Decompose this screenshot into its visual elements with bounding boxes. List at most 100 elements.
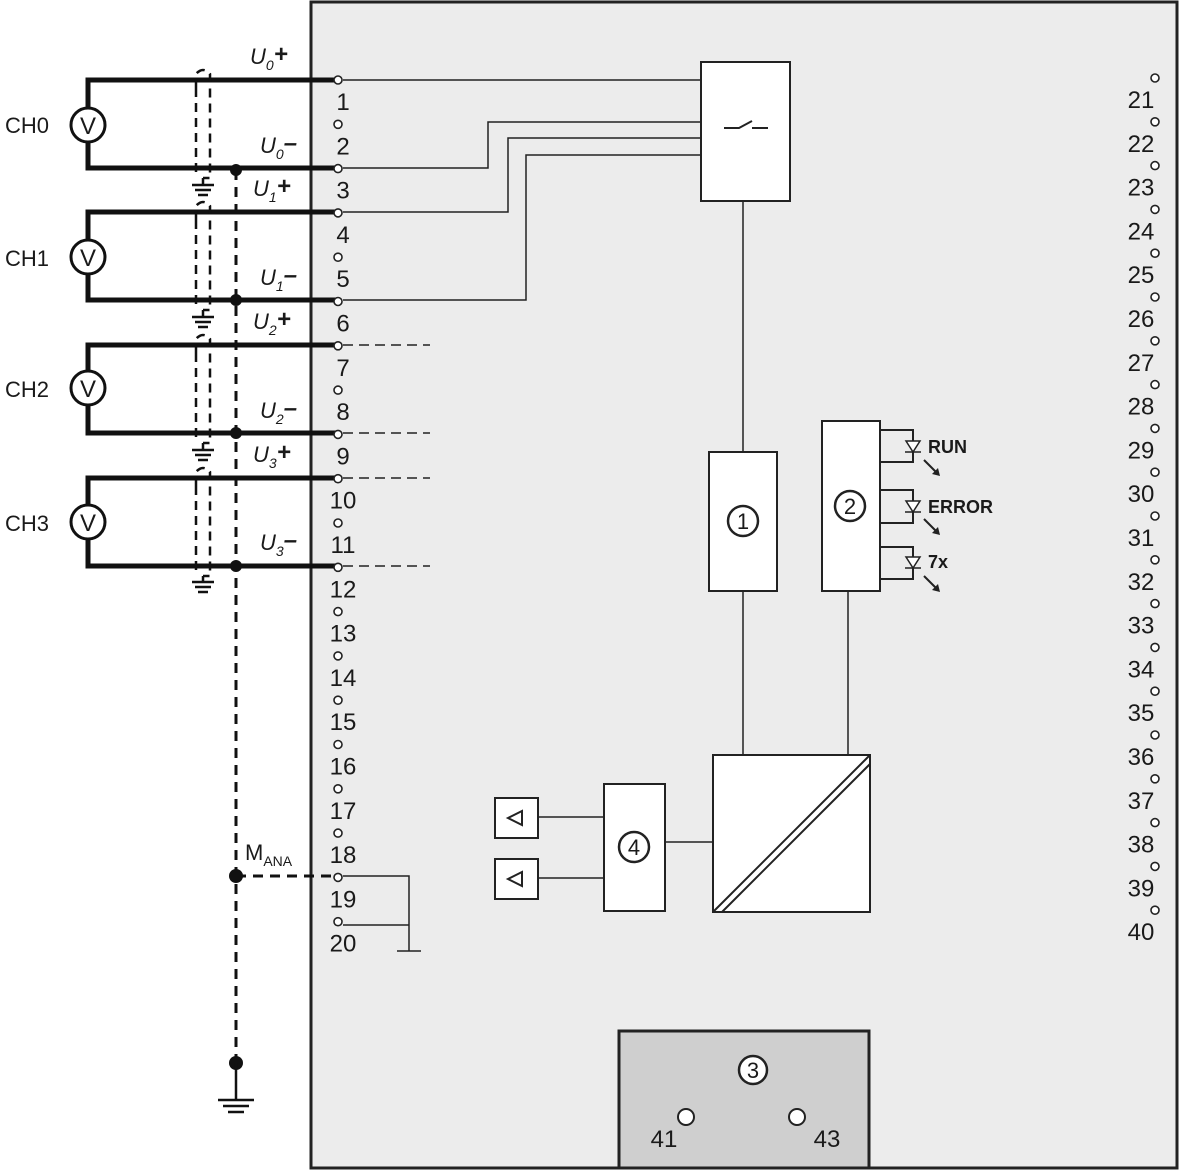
- terminal-pin-label: 8: [336, 399, 349, 426]
- terminal-pin-label: 11: [331, 532, 356, 559]
- terminal-pin-label: 2: [336, 133, 349, 160]
- internal-ground-wiring: [343, 875, 421, 952]
- terminal-pin-label: 7: [336, 355, 349, 382]
- terminal-pin: [1150, 467, 1160, 478]
- terminal-pin: [333, 119, 343, 130]
- terminal-pin-label: 18: [330, 842, 357, 869]
- signal-u1-plus: U1+: [253, 173, 291, 205]
- terminal-pin-label: 24: [1128, 218, 1155, 245]
- signal-u2-minus: U2–: [260, 395, 297, 427]
- terminal-pin: [1150, 554, 1160, 565]
- terminal-pin: [333, 385, 343, 395]
- signal-u0-plus: U0+: [250, 41, 288, 73]
- terminal-pin-label: 16: [330, 754, 357, 781]
- block-4-marker: [617, 830, 651, 864]
- terminal-pin: [1150, 292, 1160, 302]
- terminal-pin: [333, 208, 343, 218]
- channel-1-label: CH1: [5, 246, 49, 271]
- terminal-pin: [1150, 379, 1160, 390]
- terminal-pin: [333, 916, 343, 927]
- terminal-pin-label: 4: [336, 222, 349, 249]
- led-error-icon: [904, 500, 940, 535]
- terminal-pin-label: 9: [336, 443, 349, 470]
- terminal-pin: [333, 562, 343, 573]
- terminal-pin: [1150, 204, 1160, 215]
- terminal-pin: [1150, 160, 1160, 171]
- terminal-pin: [1150, 905, 1160, 916]
- signal-u0-minus: U0–: [260, 130, 297, 162]
- cable-shield: [194, 68, 212, 578]
- terminal-pin: [333, 739, 343, 750]
- terminal-pin: [1150, 817, 1160, 828]
- terminal-pin-label: 26: [1128, 306, 1155, 333]
- terminal-pin: [1150, 117, 1160, 127]
- voltmeter-ch0-label: V: [80, 113, 96, 140]
- terminal-pin-label: 6: [336, 311, 349, 338]
- terminal-pin-label: 10: [330, 488, 357, 515]
- channel-0-label: CH0: [5, 113, 49, 138]
- terminal-pin-label: 5: [336, 266, 349, 293]
- terminal-pin: [1150, 73, 1160, 83]
- terminal-pin-label: 21: [1128, 87, 1155, 114]
- voltmeter-icons: [69, 106, 107, 541]
- block-3-marker: [737, 1054, 769, 1086]
- signal-labels: U0+ U0– U1+ U1– U2+ U2– U3+ U3–: [250, 41, 297, 559]
- terminal-pin: [1150, 686, 1160, 697]
- terminal-pin-label: 32: [1128, 569, 1155, 596]
- terminal-pin-label: 35: [1128, 700, 1155, 727]
- triangle-left-icon: [505, 809, 523, 827]
- bus-interface-upper: [494, 797, 539, 839]
- terminal-pin: [333, 252, 343, 263]
- terminal-pin-label: 15: [330, 709, 357, 736]
- led-7x-label: 7x: [928, 552, 948, 572]
- terminal-pin: [1150, 730, 1160, 740]
- channel-2-label: CH2: [5, 377, 49, 402]
- terminal-pin: [333, 828, 343, 838]
- terminal-pin-label: 19: [330, 886, 357, 913]
- earth-ground-icon: [218, 1063, 254, 1114]
- terminal-pin-label: 20: [330, 931, 357, 958]
- terminal-pin: [333, 872, 343, 883]
- terminal-43: [788, 1108, 806, 1126]
- terminal-pin: [1150, 598, 1160, 609]
- led-run-label: RUN: [928, 437, 967, 457]
- terminal-pin: [333, 783, 343, 794]
- terminal-pin-label: 1: [336, 89, 349, 116]
- terminal-pin: [333, 518, 343, 528]
- channel-wiring: [85, 77, 337, 569]
- terminal-pin-label: 33: [1128, 613, 1155, 640]
- terminal-pin-label: 37: [1128, 788, 1155, 815]
- terminal-pin: [333, 473, 343, 484]
- internal-bus-lines: [538, 201, 849, 879]
- terminal-pin-label: 12: [330, 576, 357, 603]
- terminal-pin: [333, 606, 343, 617]
- led-error-label: ERROR: [928, 497, 993, 517]
- terminal-pin-label: 27: [1128, 350, 1155, 377]
- terminal-pin-label: 31: [1128, 525, 1155, 552]
- signal-u3-plus: U3+: [253, 439, 291, 471]
- terminal-pin-label: 28: [1128, 394, 1155, 421]
- terminal-pin: [333, 296, 343, 307]
- block-1-label: 1: [737, 509, 749, 534]
- terminal-pin: [1150, 423, 1160, 434]
- terminal-pin-label: 25: [1128, 262, 1155, 289]
- terminal-pin-label: 38: [1128, 832, 1155, 859]
- led-7x-icon: [904, 556, 940, 592]
- block-2-label: 2: [844, 494, 856, 519]
- bus-interface-lower: [494, 858, 539, 900]
- channel-3-label: CH3: [5, 511, 49, 536]
- terminal-pin: [1150, 335, 1160, 346]
- terminal-pin: [333, 163, 343, 174]
- mux-input-lines: [343, 79, 701, 301]
- terminal-pin-label: 36: [1128, 744, 1155, 771]
- shield-ground-icon: [192, 178, 214, 594]
- multiplexer-box: [700, 61, 791, 202]
- terminal-41-label: 41: [651, 1126, 678, 1153]
- block-3-label: 3: [747, 1058, 759, 1083]
- unused-channel-dashes: [343, 344, 430, 567]
- mana-bus: [234, 170, 337, 1063]
- triangle-left-icon: [505, 870, 523, 888]
